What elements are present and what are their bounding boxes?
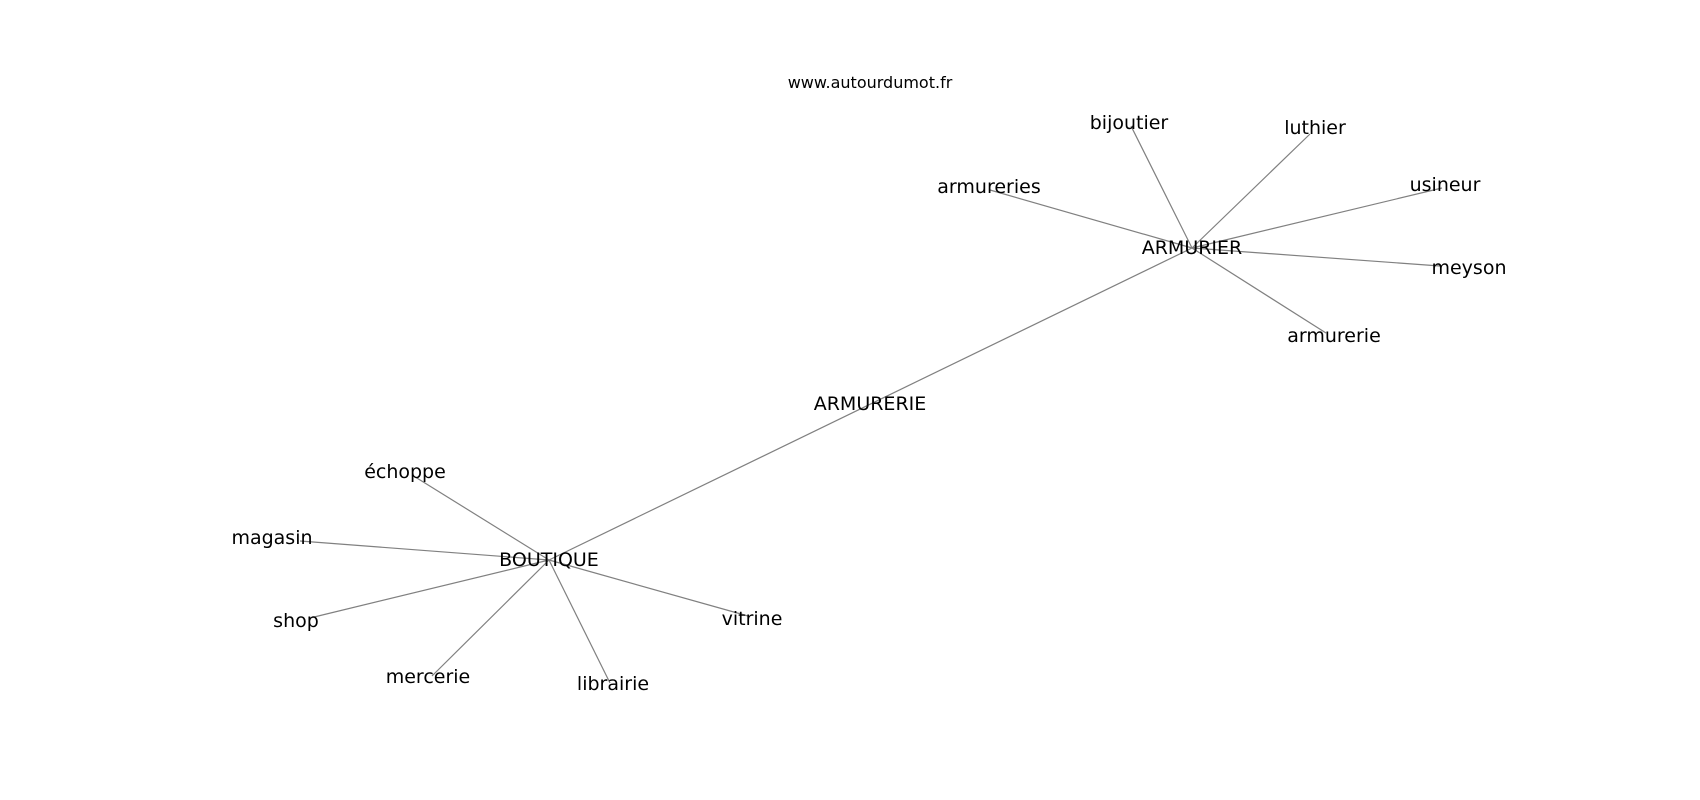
- node-bijoutier: bijoutier: [1090, 112, 1169, 134]
- edge-boutique-mercerie: [431, 559, 550, 677]
- edge-boutique-librairie: [548, 559, 611, 684]
- node-usineur: usineur: [1410, 174, 1481, 196]
- node-luthier: luthier: [1284, 117, 1346, 139]
- node-armurier: ARMURIER: [1142, 237, 1243, 259]
- graph-labels: ARMURERIE ARMURIER BOUTIQUE bijoutier luthie…: [231, 112, 1506, 695]
- edge-armurier-boutique: [548, 247, 1193, 561]
- edge-armurier-meyson: [1191, 247, 1441, 267]
- edge-boutique-vitrine: [548, 559, 749, 617]
- edge-armurier-bijoutier: [1130, 125, 1193, 249]
- edge-armurier-armureries: [989, 189, 1193, 249]
- edge-boutique-echoppe: [411, 474, 550, 561]
- edge-armurier-usineur: [1191, 187, 1443, 249]
- edge-boutique-shop: [309, 559, 550, 619]
- edge-armurier-luthier: [1191, 133, 1311, 249]
- node-magasin: magasin: [231, 527, 312, 549]
- graph-edges: [299, 125, 1443, 684]
- node-meyson: meyson: [1431, 257, 1506, 279]
- node-librairie: librairie: [577, 673, 649, 695]
- edge-armurier-armurerie: [1191, 247, 1327, 334]
- node-shop: shop: [273, 610, 319, 632]
- node-armurerie-center: ARMURERIE: [814, 393, 927, 415]
- node-boutique: BOUTIQUE: [499, 549, 599, 571]
- node-armurerie: armurerie: [1287, 325, 1381, 347]
- node-mercerie: mercerie: [386, 666, 471, 688]
- site-label[interactable]: www.autourdumot.fr: [788, 73, 953, 92]
- edge-boutique-magasin: [299, 540, 550, 561]
- node-echoppe: échoppe: [364, 461, 446, 483]
- node-vitrine: vitrine: [722, 608, 783, 630]
- node-armureries: armureries: [937, 176, 1040, 198]
